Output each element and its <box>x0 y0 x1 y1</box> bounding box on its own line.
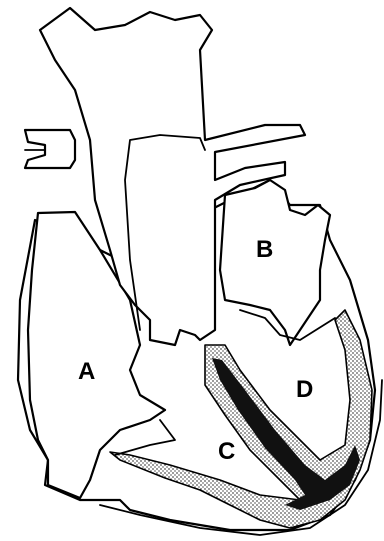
label-b: B <box>256 238 273 262</box>
left-vessel-stub <box>25 130 75 168</box>
label-c: C <box>218 440 235 464</box>
label-d: D <box>296 378 313 402</box>
label-a: A <box>78 360 95 384</box>
